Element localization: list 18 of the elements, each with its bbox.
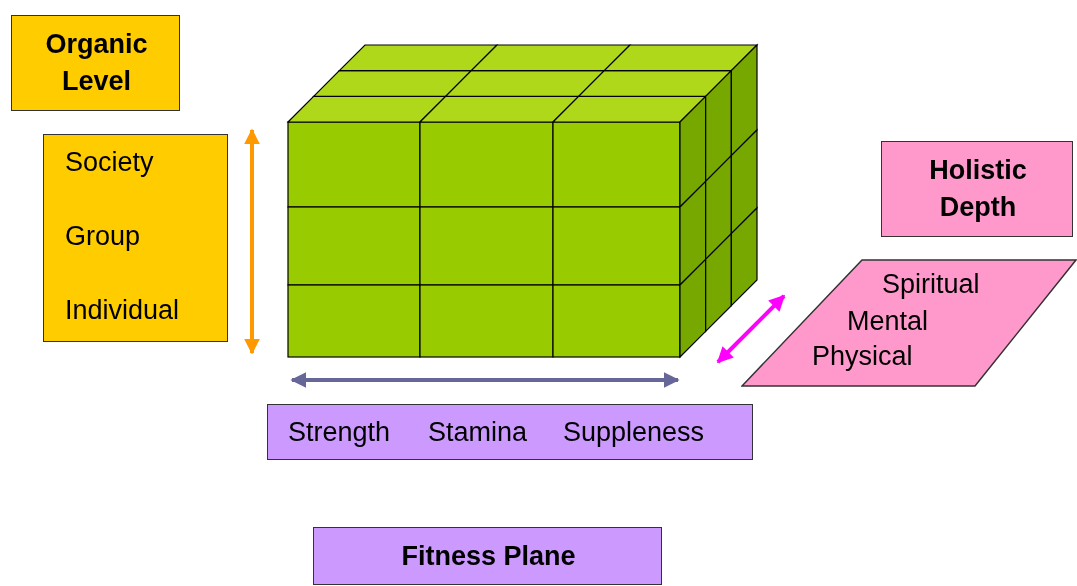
level-box [43,134,228,342]
title-box [313,527,662,585]
box-heading: Organic Level [44,28,149,98]
title-box [881,141,1073,237]
fitness-label: Suppleness [563,417,705,448]
level-label: Individual [65,295,180,326]
title-box [11,15,180,111]
box-heading: Fitness Plane [400,540,577,573]
level-label: Society [65,147,154,178]
fitness-label: Stamina [428,417,528,448]
box-heading: Holistic Depth [928,154,1028,224]
depth-label: Spiritual [882,269,980,300]
depth-parallelogram [741,259,1077,387]
fitness-box [267,404,753,460]
level-label: Group [65,221,141,252]
fitness-label: Strength [288,417,391,448]
depth-label: Mental [847,306,929,337]
depth-label: Physical [812,341,913,372]
